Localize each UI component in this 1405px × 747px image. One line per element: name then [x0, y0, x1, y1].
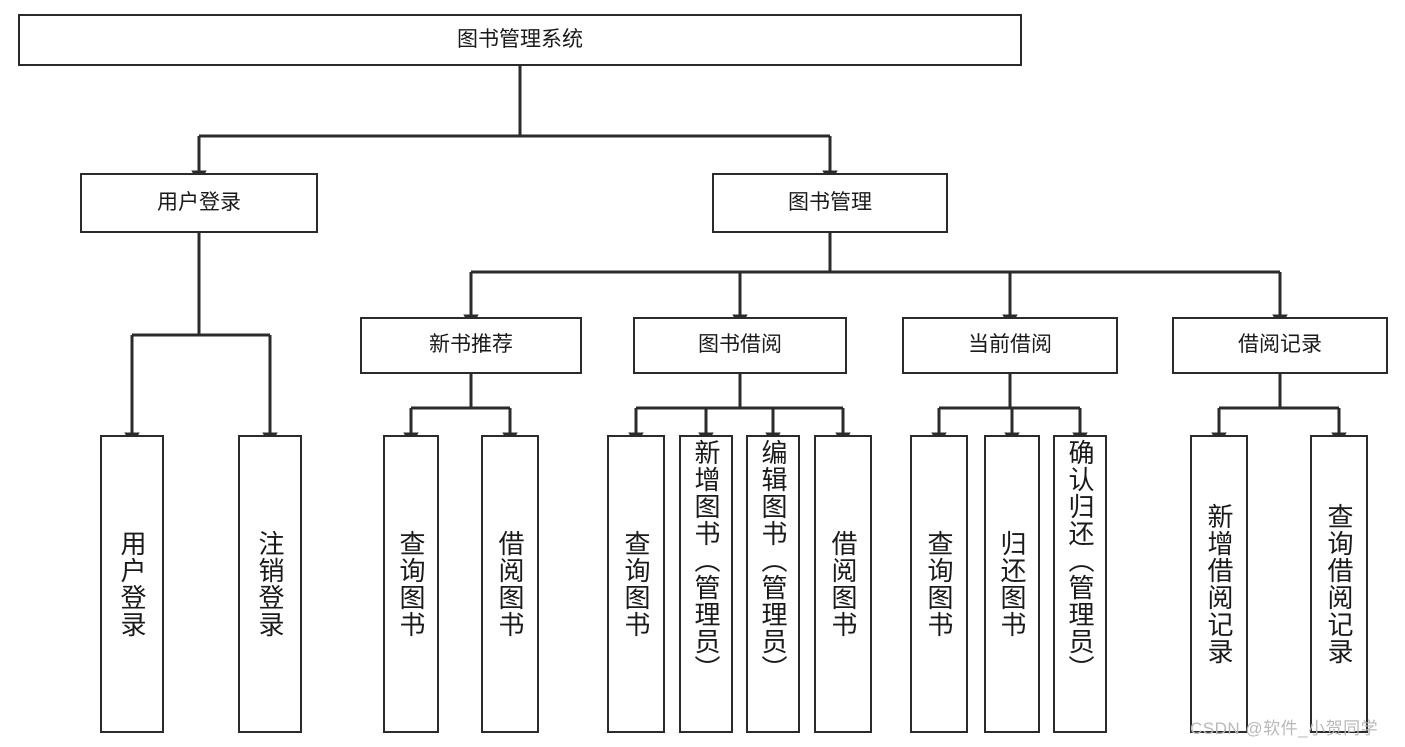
node-leaf-add-book[interactable]: 新增图书（管理员）: [679, 435, 733, 733]
node-user-login[interactable]: 用户登录: [80, 173, 318, 233]
node-leaf-borrow-book-2[interactable]: 借阅图书: [814, 435, 872, 733]
node-label: 新增借阅记录: [1204, 503, 1234, 665]
node-leaf-query-record[interactable]: 查询借阅记录: [1310, 435, 1368, 733]
node-book-admin[interactable]: 图书管理: [712, 173, 948, 233]
node-label: 用户登录: [157, 190, 241, 214]
node-book-borrow[interactable]: 图书借阅: [633, 317, 847, 374]
node-leaf-confirm-return[interactable]: 确认归还（管理员）: [1053, 435, 1107, 733]
node-label: 用户登录: [117, 530, 147, 638]
node-borrow-record[interactable]: 借阅记录: [1172, 317, 1388, 374]
node-label: 借阅图书: [495, 530, 525, 638]
node-leaf-query-book-1[interactable]: 查询图书: [383, 435, 439, 733]
node-label: 借阅图书: [828, 530, 858, 638]
node-label: 图书借阅: [698, 333, 782, 357]
node-leaf-borrow-book-1[interactable]: 借阅图书: [481, 435, 539, 733]
node-leaf-add-record[interactable]: 新增借阅记录: [1190, 435, 1248, 733]
node-leaf-logout[interactable]: 注销登录: [238, 435, 302, 733]
node-label: 确认归还（管理员）: [1065, 439, 1095, 682]
node-label: 图书管理系统: [457, 27, 583, 51]
node-root[interactable]: 图书管理系统: [18, 14, 1022, 66]
node-leaf-query-book-3[interactable]: 查询图书: [910, 435, 968, 733]
node-label: 图书管理: [788, 190, 872, 214]
node-leaf-edit-book[interactable]: 编辑图书（管理员）: [746, 435, 800, 733]
node-label: 当前借阅: [968, 333, 1052, 357]
node-leaf-user-login[interactable]: 用户登录: [100, 435, 164, 733]
node-label: 借阅记录: [1238, 333, 1322, 357]
node-label: 注销登录: [255, 530, 285, 638]
node-label: 归还图书: [997, 530, 1027, 638]
node-label: 新增图书（管理员）: [691, 439, 721, 682]
node-label: 查询图书: [396, 530, 426, 638]
node-label: 编辑图书（管理员）: [758, 439, 788, 682]
node-current-borrow[interactable]: 当前借阅: [902, 317, 1118, 374]
node-leaf-query-book-2[interactable]: 查询图书: [607, 435, 665, 733]
node-new-book-rec[interactable]: 新书推荐: [360, 317, 582, 374]
node-label: 查询图书: [621, 530, 651, 638]
node-label: 新书推荐: [429, 333, 513, 357]
node-label: 查询借阅记录: [1324, 503, 1354, 665]
node-leaf-return-book[interactable]: 归还图书: [984, 435, 1040, 733]
node-label: 查询图书: [924, 530, 954, 638]
